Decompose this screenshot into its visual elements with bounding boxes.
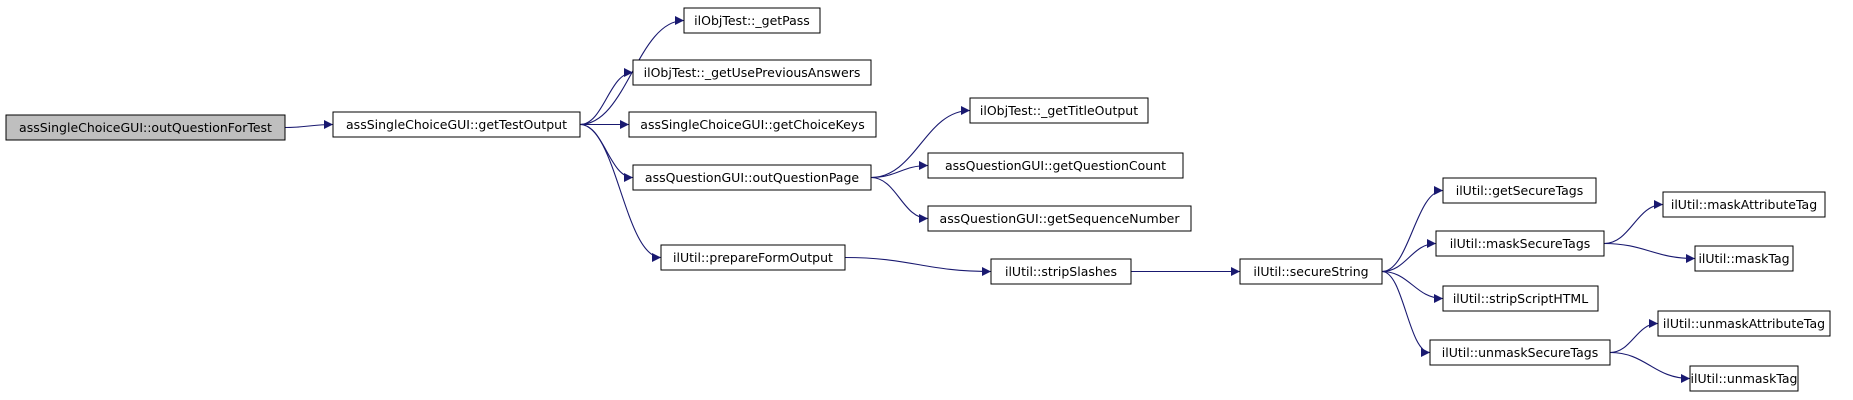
- node-box: [332, 111, 581, 138]
- node-label: ilUtil::prepareFormOutput: [673, 250, 833, 265]
- node-label: assSingleChoiceGUI::getTestOutput: [346, 117, 567, 132]
- node-stripScriptHTML[interactable]: ilUtil::stripScriptHTML: [1442, 285, 1599, 312]
- node-maskSecureTags[interactable]: ilUtil::maskSecureTags: [1435, 230, 1605, 257]
- node-box: [990, 258, 1132, 285]
- edge-maskSecureTags-to-maskTag: [1603, 242, 1696, 263]
- node-label: ilUtil::stripSlashes: [1005, 264, 1117, 279]
- node-label: ilUtil::getSecureTags: [1456, 183, 1584, 198]
- node-box: [969, 97, 1149, 124]
- node-unmaskAttributeTag[interactable]: ilUtil::unmaskAttributeTag: [1657, 310, 1831, 337]
- node-maskAttributeTag[interactable]: ilUtil::maskAttributeTag: [1662, 191, 1826, 218]
- node-box: [632, 164, 872, 191]
- node-box: [628, 111, 877, 138]
- node-label: ilObjTest::_getTitleOutput: [980, 103, 1138, 118]
- edge-getTestOutput-to-outQuestionPage: [579, 123, 634, 182]
- node-box: [683, 7, 821, 34]
- node-label: assSingleChoiceGUI::getChoiceKeys: [640, 117, 864, 132]
- node-stripSlashes[interactable]: ilUtil::stripSlashes: [990, 258, 1132, 285]
- node-getTitleOutput[interactable]: ilObjTest::_getTitleOutput: [969, 97, 1149, 124]
- node-getPass[interactable]: ilObjTest::_getPass: [683, 7, 821, 34]
- edge-secureString-to-unmaskSecureTags: [1381, 270, 1431, 357]
- node-box: [1657, 310, 1831, 337]
- node-label: assQuestionGUI::getSequenceNumber: [940, 211, 1181, 226]
- node-box: [1662, 191, 1826, 218]
- node-getSecureTags[interactable]: ilUtil::getSecureTags: [1442, 177, 1597, 204]
- edge-outQuestionForTest-to-getTestOutput: [284, 120, 334, 130]
- node-unmaskSecureTags[interactable]: ilUtil::unmaskSecureTags: [1429, 339, 1611, 366]
- node-box: [1442, 285, 1599, 312]
- edge-outQuestionPage-to-getQuestionCount: [870, 161, 929, 179]
- node-prepareFormOutput[interactable]: ilUtil::prepareFormOutput: [660, 244, 846, 271]
- node-box: [927, 152, 1184, 179]
- node-label: ilUtil::unmaskSecureTags: [1442, 345, 1598, 360]
- node-box: [1694, 245, 1794, 272]
- node-box: [632, 59, 872, 86]
- edge-secureString-to-stripScriptHTML: [1381, 270, 1444, 303]
- node-label: ilUtil::maskTag: [1698, 251, 1789, 266]
- edge-unmaskSecureTags-to-unmaskAttributeTag: [1609, 319, 1659, 354]
- node-box: [5, 114, 286, 141]
- node-box: [1429, 339, 1611, 366]
- node-outQuestionForTest[interactable]: assSingleChoiceGUI::outQuestionForTest: [5, 114, 286, 141]
- node-getQuestionCount[interactable]: assQuestionGUI::getQuestionCount: [927, 152, 1184, 179]
- edge-getTestOutput-to-getUsePreviousAnswers: [579, 68, 634, 126]
- edge-secureString-to-maskSecureTags: [1381, 239, 1437, 273]
- node-maskTag[interactable]: ilUtil::maskTag: [1694, 245, 1794, 272]
- node-getUsePreviousAnswers[interactable]: ilObjTest::_getUsePreviousAnswers: [632, 59, 872, 86]
- node-label: ilUtil::unmaskTag: [1691, 371, 1798, 386]
- node-unmaskTag[interactable]: ilUtil::unmaskTag: [1689, 365, 1799, 392]
- node-label: ilObjTest::_getPass: [694, 13, 810, 28]
- node-label: ilUtil::maskAttributeTag: [1671, 197, 1817, 212]
- edge-maskSecureTags-to-maskAttributeTag: [1603, 200, 1664, 245]
- edge-prepareFormOutput-to-stripSlashes: [844, 256, 992, 276]
- node-getChoiceKeys[interactable]: assSingleChoiceGUI::getChoiceKeys: [628, 111, 877, 138]
- edge-outQuestionPage-to-getTitleOutput: [870, 106, 971, 179]
- node-box: [927, 205, 1192, 232]
- node-getTestOutput[interactable]: assSingleChoiceGUI::getTestOutput: [332, 111, 581, 138]
- node-label: ilUtil::unmaskAttributeTag: [1663, 316, 1825, 331]
- node-label: ilUtil::stripScriptHTML: [1453, 291, 1588, 306]
- node-label: assSingleChoiceGUI::outQuestionForTest: [19, 120, 272, 135]
- edge-outQuestionPage-to-getSequenceNumber: [870, 176, 929, 223]
- node-label: assQuestionGUI::outQuestionPage: [645, 170, 859, 185]
- edge-secureString-to-getSecureTags: [1381, 186, 1444, 273]
- node-outQuestionPage[interactable]: assQuestionGUI::outQuestionPage: [632, 164, 872, 191]
- node-box: [1435, 230, 1605, 257]
- edge-getTestOutput-to-prepareFormOutput: [579, 123, 662, 262]
- node-label: assQuestionGUI::getQuestionCount: [945, 158, 1166, 173]
- node-box: [660, 244, 846, 271]
- node-getSequenceNumber[interactable]: assQuestionGUI::getSequenceNumber: [927, 205, 1192, 232]
- node-box: [1239, 258, 1383, 285]
- node-secureString[interactable]: ilUtil::secureString: [1239, 258, 1383, 285]
- node-label: ilObjTest::_getUsePreviousAnswers: [644, 65, 861, 80]
- node-box: [1689, 365, 1799, 392]
- node-label: ilUtil::maskSecureTags: [1450, 236, 1591, 251]
- edge-unmaskSecureTags-to-unmaskTag: [1609, 351, 1691, 383]
- call-edges: [284, 16, 1696, 383]
- node-box: [1442, 177, 1597, 204]
- node-label: ilUtil::secureString: [1253, 264, 1368, 279]
